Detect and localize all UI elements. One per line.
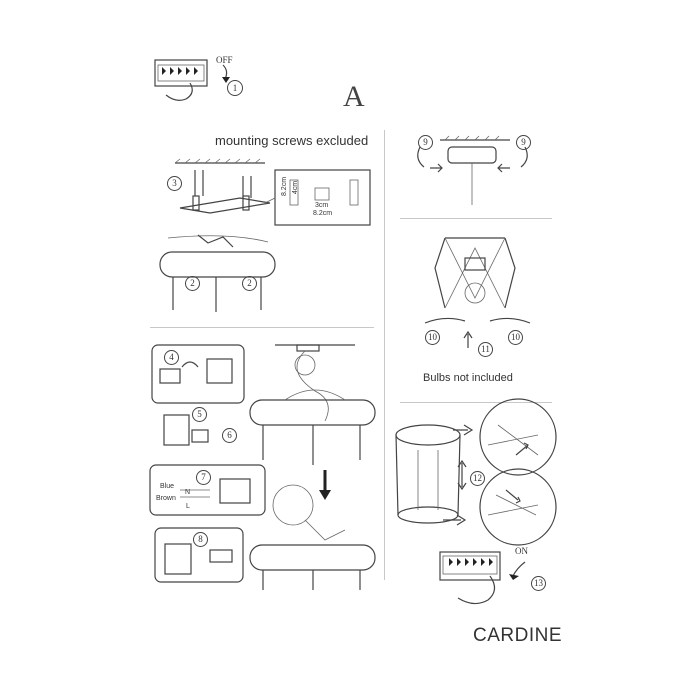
breaker-panel-icon: [154, 59, 230, 101]
step-6-badge: 6: [222, 428, 237, 443]
switch-off-illustration: OFF 1: [150, 55, 250, 115]
dim-3cm: 3cm: [315, 202, 329, 209]
vertical-divider: [384, 130, 385, 580]
step-10-badge-left: 10: [425, 330, 440, 345]
left-horizontal-divider: [150, 327, 374, 328]
on-label: ON: [515, 546, 528, 556]
bulb-cage-illustration: 10 11 10: [420, 228, 540, 358]
step-7-badge: 7: [196, 470, 211, 485]
shade-attach-illustration: 12: [388, 398, 563, 546]
wire-brown-label: Brown: [156, 495, 176, 502]
step-9-badge-left: 9: [418, 135, 433, 150]
dim-8-2-horizontal: 8.2cm: [313, 210, 333, 217]
step-8-badge: 8: [193, 532, 208, 547]
dim-4cm: 4cm: [292, 180, 300, 195]
right-divider-2: [400, 402, 552, 403]
step-3-badge: 3: [167, 176, 182, 191]
canopy-illustration: 9 9: [410, 135, 540, 205]
wire-blue-label: Blue: [160, 483, 175, 490]
step-12-badge: 12: [470, 471, 485, 486]
section-letter: A: [343, 80, 365, 113]
step-4-badge: 4: [164, 350, 179, 365]
step-2-badge-right: 2: [242, 276, 257, 291]
step-10-badge-right: 10: [508, 330, 523, 345]
step-9-badge-right: 9: [516, 135, 531, 150]
step-11-badge: 11: [478, 342, 493, 357]
wire-n-label: N: [185, 489, 191, 496]
step-13-badge: 13: [531, 576, 546, 591]
step-7-panel: Blue Brown N L 7: [149, 464, 270, 520]
dim-8-2-vertical: 8.2cm: [281, 176, 289, 197]
bulbs-caption: Bulbs not included: [423, 372, 513, 384]
product-name: CARDINE: [473, 625, 563, 646]
wire-l-label: L: [186, 503, 190, 510]
off-label: OFF: [216, 55, 233, 65]
wiring-steps-panel: 4 5 6: [151, 344, 252, 465]
step-5-badge: 5: [192, 407, 207, 422]
frame-attach-illustration: 2 2: [158, 230, 278, 315]
step-2-badge-left: 2: [185, 276, 200, 291]
mounting-screws-caption: mounting screws excluded: [215, 133, 369, 148]
right-divider-1: [400, 218, 552, 219]
frame-wiring-illustration: [245, 340, 380, 590]
step-8-panel: 8: [154, 527, 245, 584]
switch-on-illustration: ON 13: [435, 540, 555, 610]
bracket-mount-illustration: 3 8.2cm 4cm 3cm 8.2cm: [165, 158, 375, 238]
step-1-badge: 1: [227, 80, 243, 96]
